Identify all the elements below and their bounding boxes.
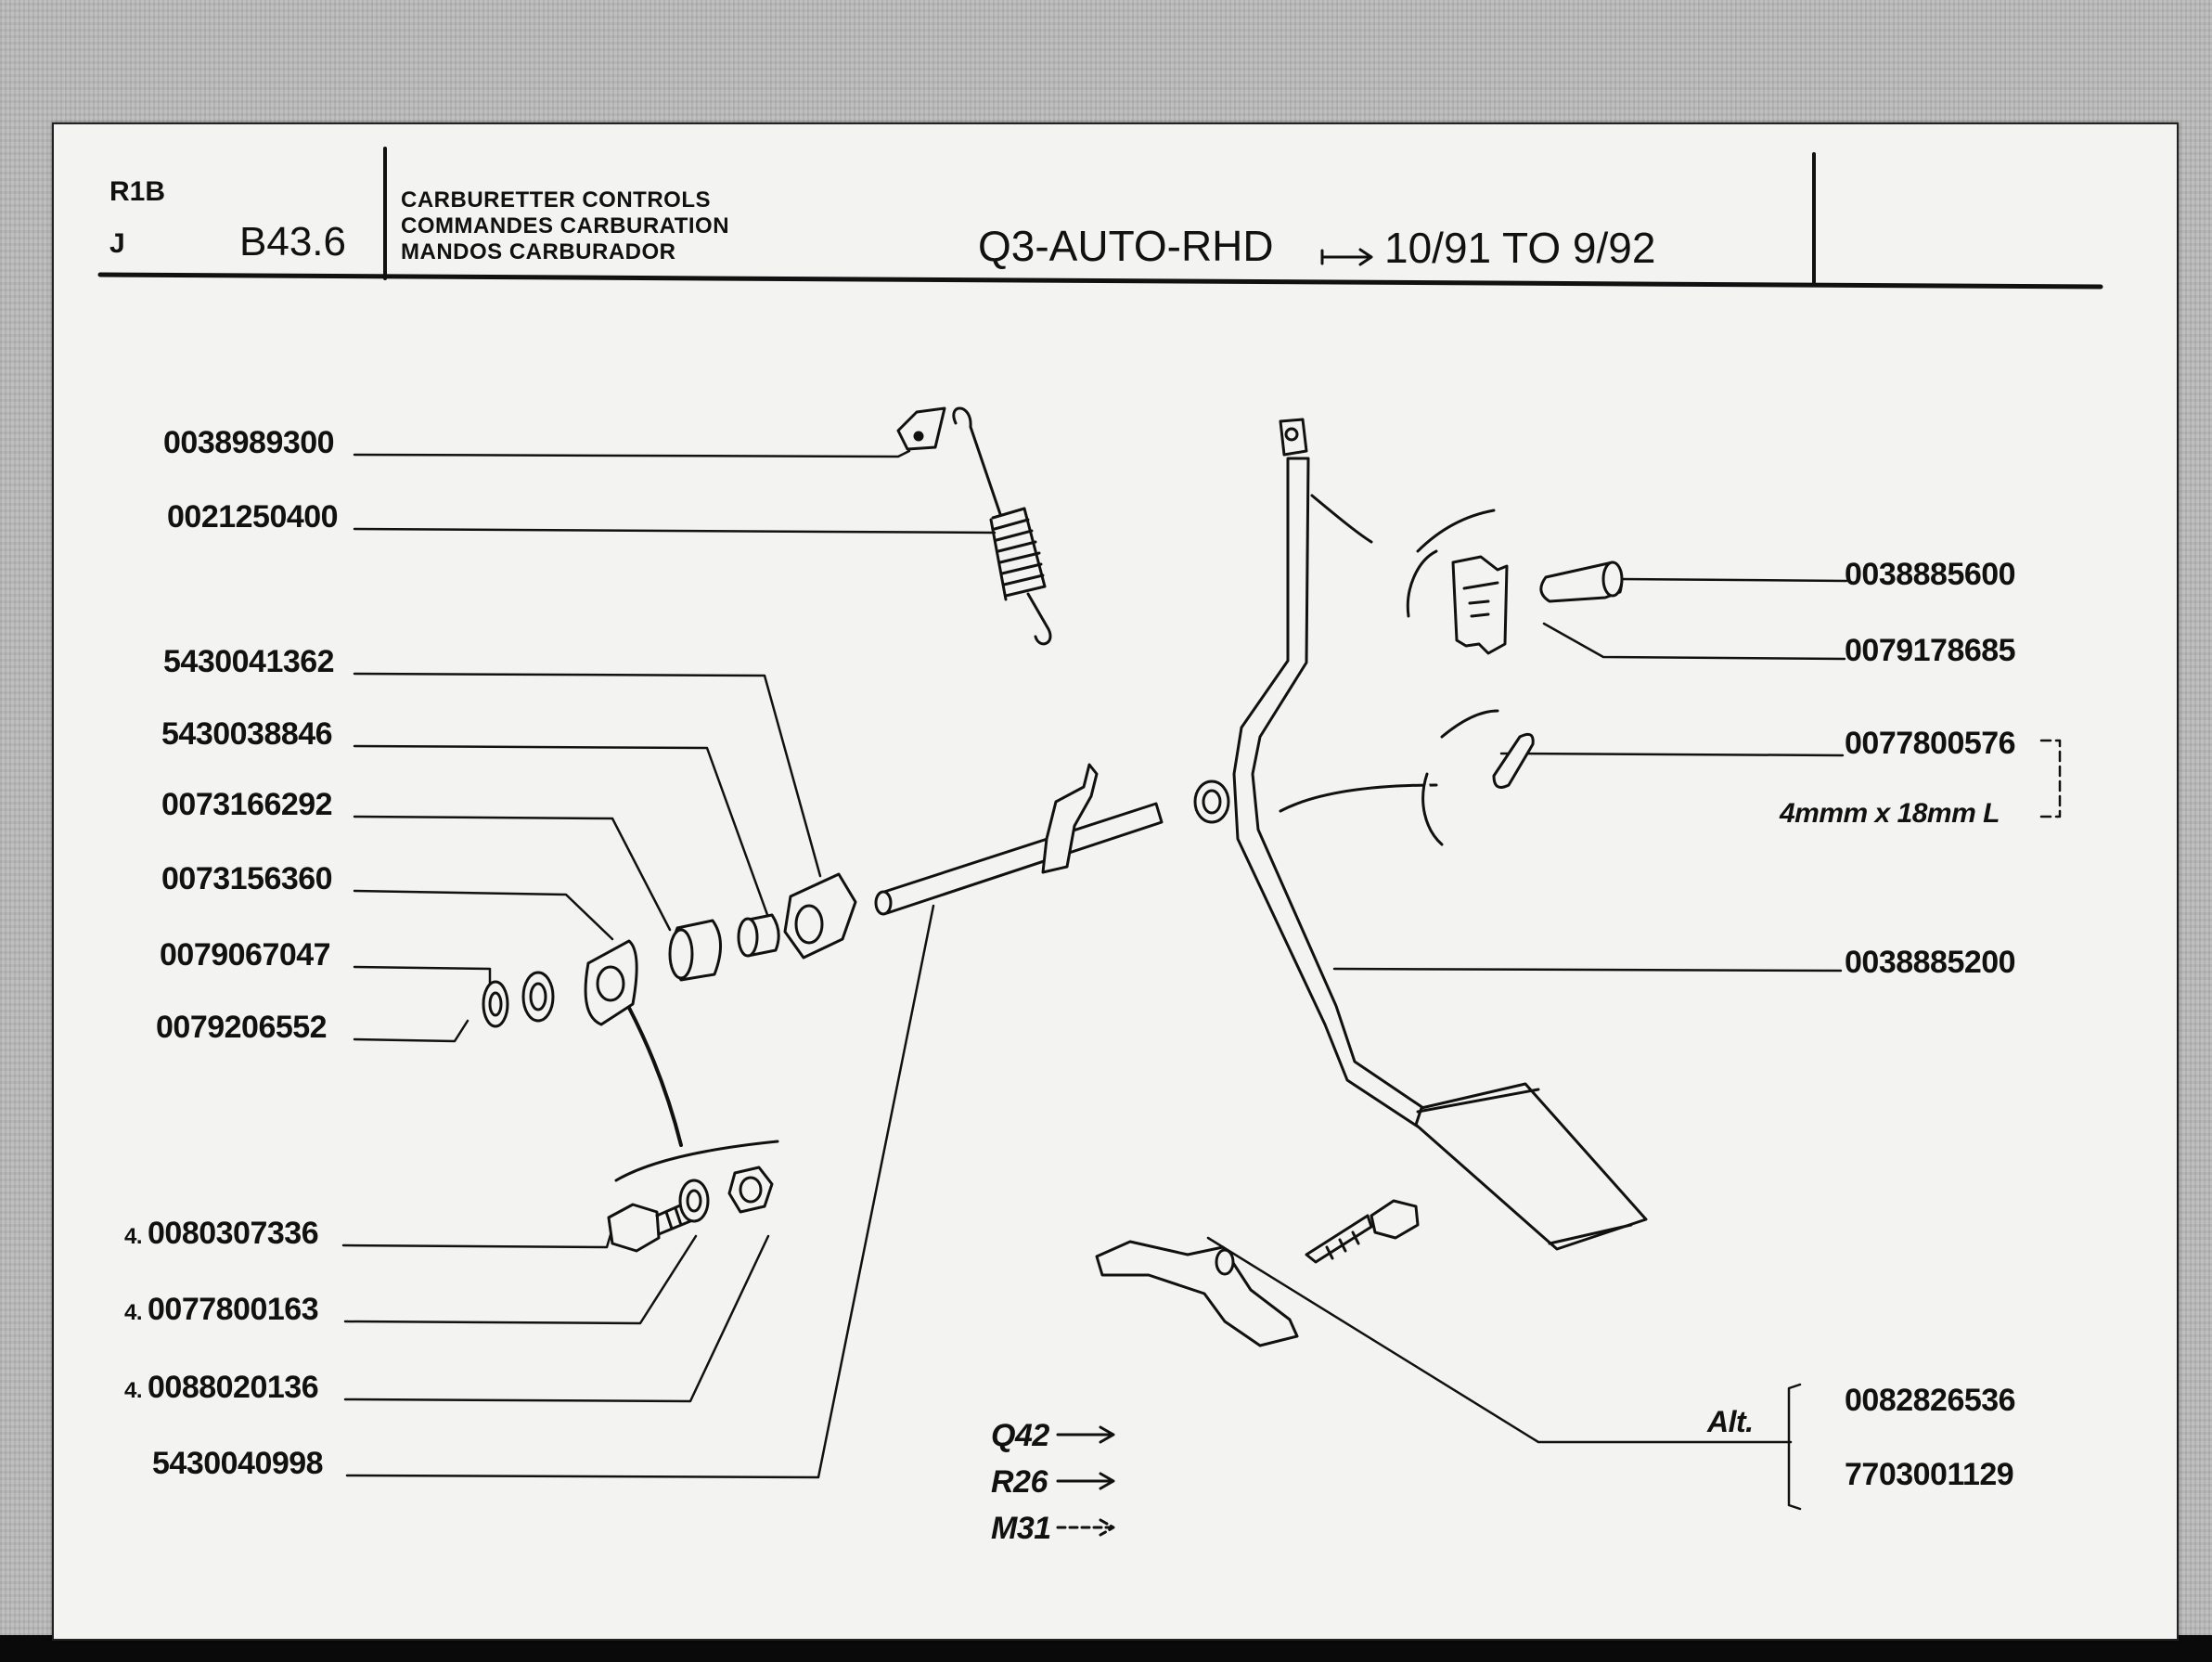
- part-label: 0077800576: [1845, 726, 2016, 761]
- part-label: 0038989300: [163, 425, 335, 460]
- leader-lines-right: [1206, 577, 2062, 1511]
- part-label: 0079206552: [156, 1010, 328, 1045]
- throttle-shaft: [880, 802, 1164, 915]
- part-label: 4.0077800163: [124, 1292, 319, 1327]
- variant-code: M31: [991, 1511, 1051, 1546]
- leader-lines-left: [341, 449, 997, 1479]
- part-label: 0079178685: [1845, 633, 2016, 668]
- fixing-set: [607, 1006, 779, 1253]
- stop-screw: [1305, 1199, 1420, 1264]
- spring-pin: [1492, 732, 1535, 789]
- variant-code: R26: [991, 1464, 1048, 1500]
- pin-size-label: 4mmm x 18mm L: [1780, 798, 2000, 829]
- date-range: 10/91 TO 9/92: [1384, 224, 1656, 272]
- pedal-pad: [1414, 1082, 1648, 1251]
- model-code: Q3-AUTO-RHD: [978, 222, 1274, 270]
- alt-label: Alt.: [1707, 1405, 1754, 1438]
- pedal-stop-bracket: [1095, 1240, 1299, 1347]
- alt-part-label: 0082826536: [1845, 1383, 2016, 1418]
- part-label: 5430040998: [152, 1446, 324, 1481]
- header-rule: [97, 272, 2103, 290]
- part-label: 0073166292: [161, 787, 333, 822]
- part-label: 5430038846: [161, 716, 333, 752]
- part-label: 4.0088020136: [124, 1370, 319, 1405]
- alt-part-label: 7703001129: [1845, 1457, 2014, 1492]
- arrow-mark: [1320, 248, 1373, 266]
- accelerator-pedal: [1193, 418, 1648, 1251]
- title-french: COMMANDES CARBURATION: [401, 213, 730, 238]
- part-label: 0073156360: [161, 861, 333, 896]
- shaft-lever: [1041, 763, 1099, 874]
- return-spring: [952, 406, 1052, 646]
- page-ref: B43.6: [239, 219, 346, 264]
- parts-sheet: R1B J B43.6 CARBURETTER CONTROLS COMMAND…: [52, 122, 2179, 1641]
- variant-code: Q42: [991, 1418, 1049, 1453]
- title-spanish: MANDOS CARBURADOR: [401, 239, 676, 264]
- part-label: 0021250400: [167, 499, 339, 535]
- title-english: CARBURETTER CONTROLS: [401, 187, 711, 213]
- part-label: 5430041362: [163, 644, 335, 679]
- bracket-part: [896, 406, 946, 451]
- header-code-top: R1B: [109, 176, 166, 207]
- part-label: 0079067047: [160, 937, 331, 973]
- part-label: 4.0080307336: [124, 1216, 319, 1251]
- pedal-clip: [1451, 555, 1509, 655]
- bolt-head: [607, 1203, 661, 1253]
- header-code-bottom: J: [109, 228, 125, 259]
- pedal-fixings: [1406, 509, 1624, 846]
- part-label: 0038885200: [1845, 945, 2016, 980]
- variant-arrows: [1056, 1425, 1115, 1537]
- exploded-diagram: [97, 147, 2103, 1537]
- shaft-parts: [482, 763, 1164, 1028]
- part-label: 0038885600: [1845, 557, 2016, 592]
